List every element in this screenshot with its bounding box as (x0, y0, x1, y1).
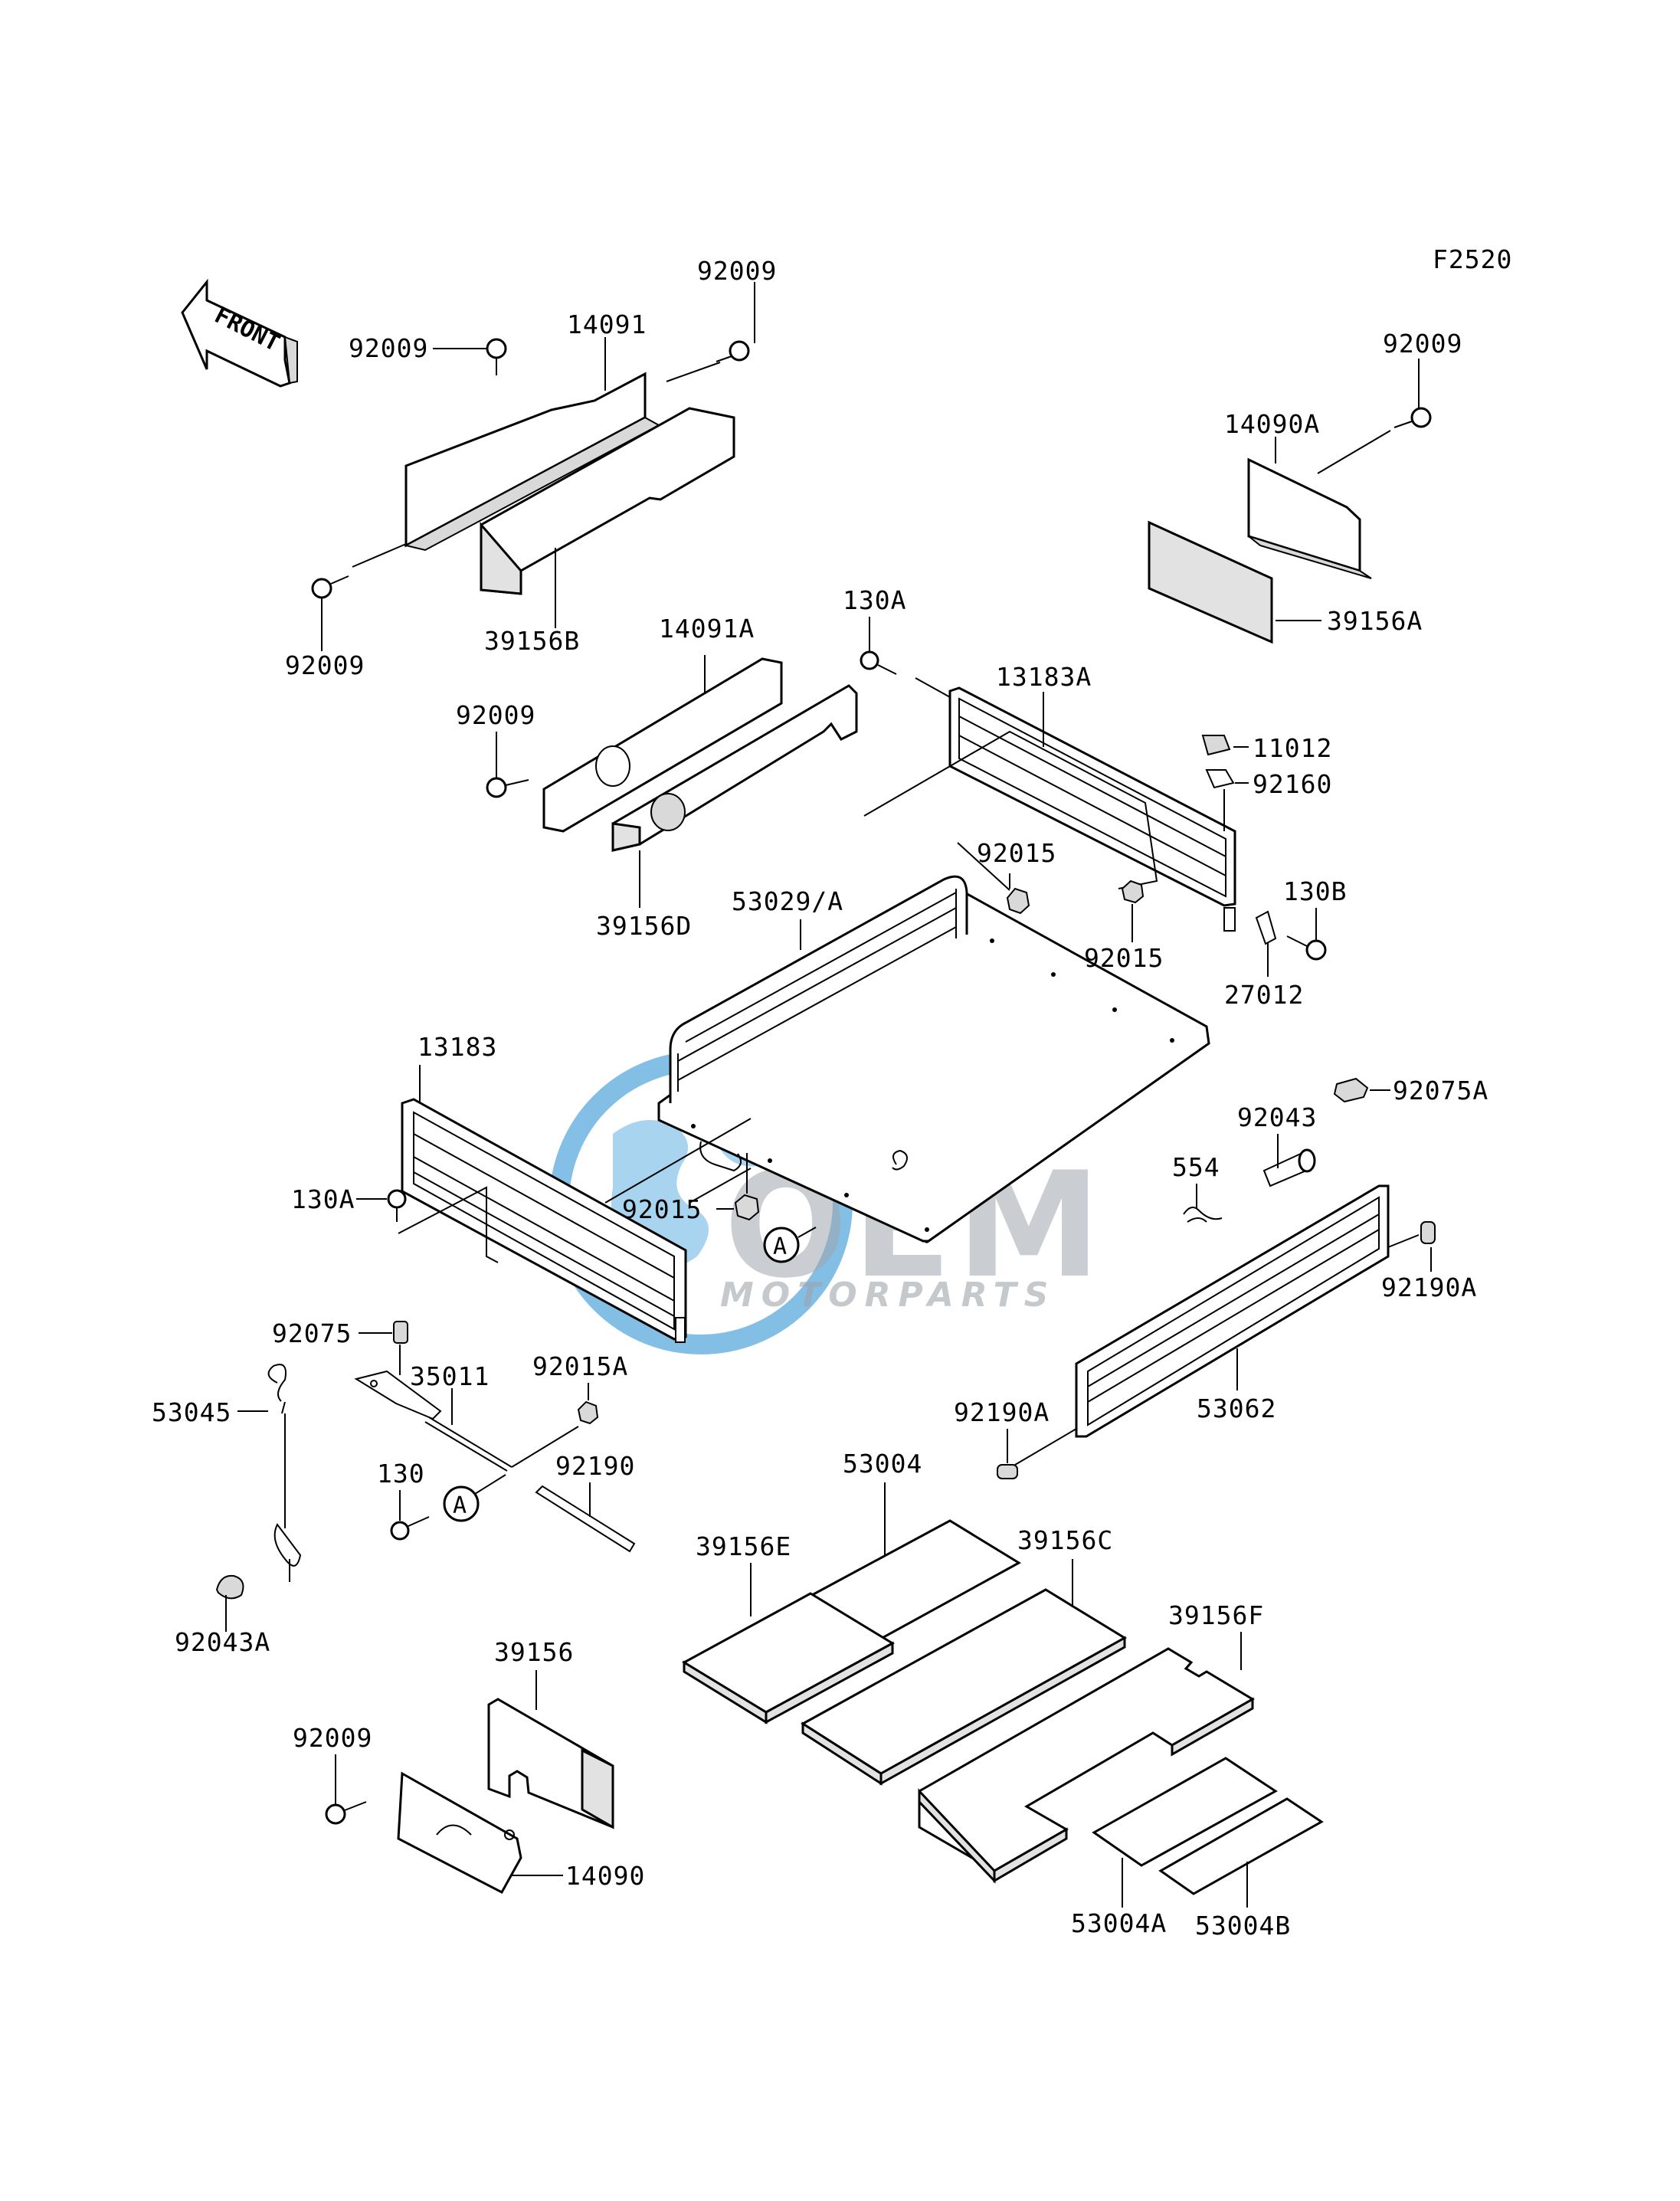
front-arrow-icon: FRONT (181, 278, 298, 388)
label-92015A: 92015A (532, 1351, 628, 1381)
label-92015-c: 92015 (622, 1194, 702, 1224)
callout-a-center: A (763, 1227, 817, 1263)
label-53029A: 53029/A (732, 886, 843, 916)
bolt-92009-tl-bottom-icon (311, 575, 349, 599)
clip-92075A-icon (1333, 1077, 1369, 1103)
label-92009-tr: 92009 (1383, 329, 1462, 359)
wire-53045-icon (267, 1364, 302, 1582)
pin-92075-icon (393, 1321, 408, 1344)
label-39156D: 39156D (596, 911, 692, 941)
label-92160: 92160 (1253, 769, 1332, 799)
label-92075A: 92075A (1393, 1076, 1488, 1105)
diagram-code: F2520 (1433, 244, 1512, 274)
svg-text:A: A (773, 1233, 787, 1260)
label-53004B: 53004B (1195, 1911, 1291, 1941)
part-13183-side-panel (401, 1098, 687, 1343)
label-53045: 53045 (152, 1397, 231, 1427)
part-53062-tailgate (1075, 1184, 1390, 1438)
label-130A-top: 130A (843, 585, 906, 615)
label-92009-bl: 92009 (293, 1723, 372, 1753)
label-35011: 35011 (410, 1361, 490, 1391)
label-14091A: 14091A (659, 614, 755, 644)
bolt-92009-bl-icon (325, 1801, 367, 1825)
label-14090: 14090 (565, 1861, 645, 1891)
nut-92015-c-icon (734, 1194, 760, 1221)
part-14090A-panel (1247, 457, 1372, 579)
clip-554-icon (1183, 1207, 1223, 1223)
label-92190: 92190 (555, 1451, 635, 1481)
label-92043: 92043 (1237, 1102, 1317, 1132)
label-53004A: 53004A (1071, 1908, 1167, 1938)
latch-35011-icon (354, 1370, 513, 1472)
bolt-130B-icon (1286, 935, 1327, 961)
nut-92015-b-icon (1121, 879, 1145, 904)
part-39156B-pad (480, 407, 735, 595)
bolt-92009-tl-top-icon (486, 338, 507, 375)
label-39156B: 39156B (484, 626, 580, 656)
pin-92190A-right-icon (1420, 1221, 1436, 1244)
bolt-130-icon (390, 1516, 430, 1541)
bracket-27012-icon (1255, 910, 1277, 945)
pin-92043-icon (1262, 1148, 1316, 1187)
bolt-92009-mid-icon (486, 777, 529, 798)
pin-92190A-mid-icon (997, 1464, 1018, 1479)
label-11012: 11012 (1253, 733, 1332, 763)
nut-92015-a-icon (1006, 887, 1030, 915)
part-14091A-panel (542, 657, 783, 833)
label-92009-tl-bottom: 92009 (285, 650, 365, 680)
label-39156E: 39156E (696, 1531, 791, 1561)
label-130B: 130B (1283, 876, 1347, 906)
label-92190A-right: 92190A (1381, 1272, 1477, 1302)
label-130: 130 (377, 1459, 425, 1489)
mat-39156C (801, 1588, 1127, 1786)
mat-39156E (681, 1592, 896, 1724)
label-39156C: 39156C (1017, 1525, 1113, 1555)
clip-92160-icon (1205, 769, 1235, 789)
bolt-130A-top-icon (860, 650, 897, 675)
label-554: 554 (1172, 1152, 1220, 1182)
svg-text:A: A (453, 1492, 467, 1519)
nut-92015A-icon (577, 1400, 599, 1425)
label-92015-a: 92015 (977, 838, 1056, 868)
label-14090A: 14090A (1224, 409, 1320, 439)
part-39156A-pad (1148, 520, 1273, 644)
part-labels: 92009 14091 92009 92009 39156B 92009 140… (152, 256, 1488, 1941)
label-92043A: 92043A (175, 1627, 270, 1657)
bolt-130A-left-icon (387, 1189, 407, 1222)
callout-a-lower: A (443, 1474, 506, 1522)
label-92009-tl-top: 92009 (349, 333, 428, 363)
watermark-sub: MOTORPARTS (720, 1276, 1056, 1315)
label-92075: 92075 (272, 1318, 352, 1348)
label-13183A: 13183A (996, 662, 1092, 692)
rod-92190-icon (535, 1485, 636, 1553)
label-14091: 14091 (567, 310, 647, 339)
part-39156D-pad (611, 684, 858, 852)
label-92190A-mid: 92190A (954, 1397, 1050, 1427)
label-53004: 53004 (843, 1449, 922, 1479)
mat-53004A (1092, 1757, 1278, 1867)
label-27012: 27012 (1224, 980, 1304, 1010)
label-39156A: 39156A (1327, 606, 1423, 636)
label-53062: 53062 (1197, 1394, 1276, 1423)
bolt-92009-tl-right-icon (716, 340, 750, 362)
cap-11012-icon (1201, 735, 1231, 756)
clamp-92043A-icon (215, 1574, 244, 1600)
label-39156: 39156 (494, 1637, 574, 1667)
label-92009-mid: 92009 (456, 700, 535, 730)
label-92009-tl-right: 92009 (697, 256, 777, 286)
part-14090-plate (397, 1771, 522, 1895)
mat-39156F (918, 1647, 1255, 1884)
hook-symbol-icon (892, 1149, 908, 1171)
mat-53004B (1158, 1797, 1324, 1895)
label-92015-b: 92015 (1084, 943, 1164, 973)
label-13183: 13183 (418, 1032, 497, 1062)
label-39156F: 39156F (1168, 1600, 1264, 1630)
part-39156-pad (487, 1698, 614, 1829)
label-130A-left: 130A (291, 1184, 355, 1214)
part-13183A-side-panel (948, 686, 1236, 932)
part-53029A-cargo-bed (657, 875, 1210, 1243)
bolt-92009-tr-icon (1393, 407, 1432, 428)
